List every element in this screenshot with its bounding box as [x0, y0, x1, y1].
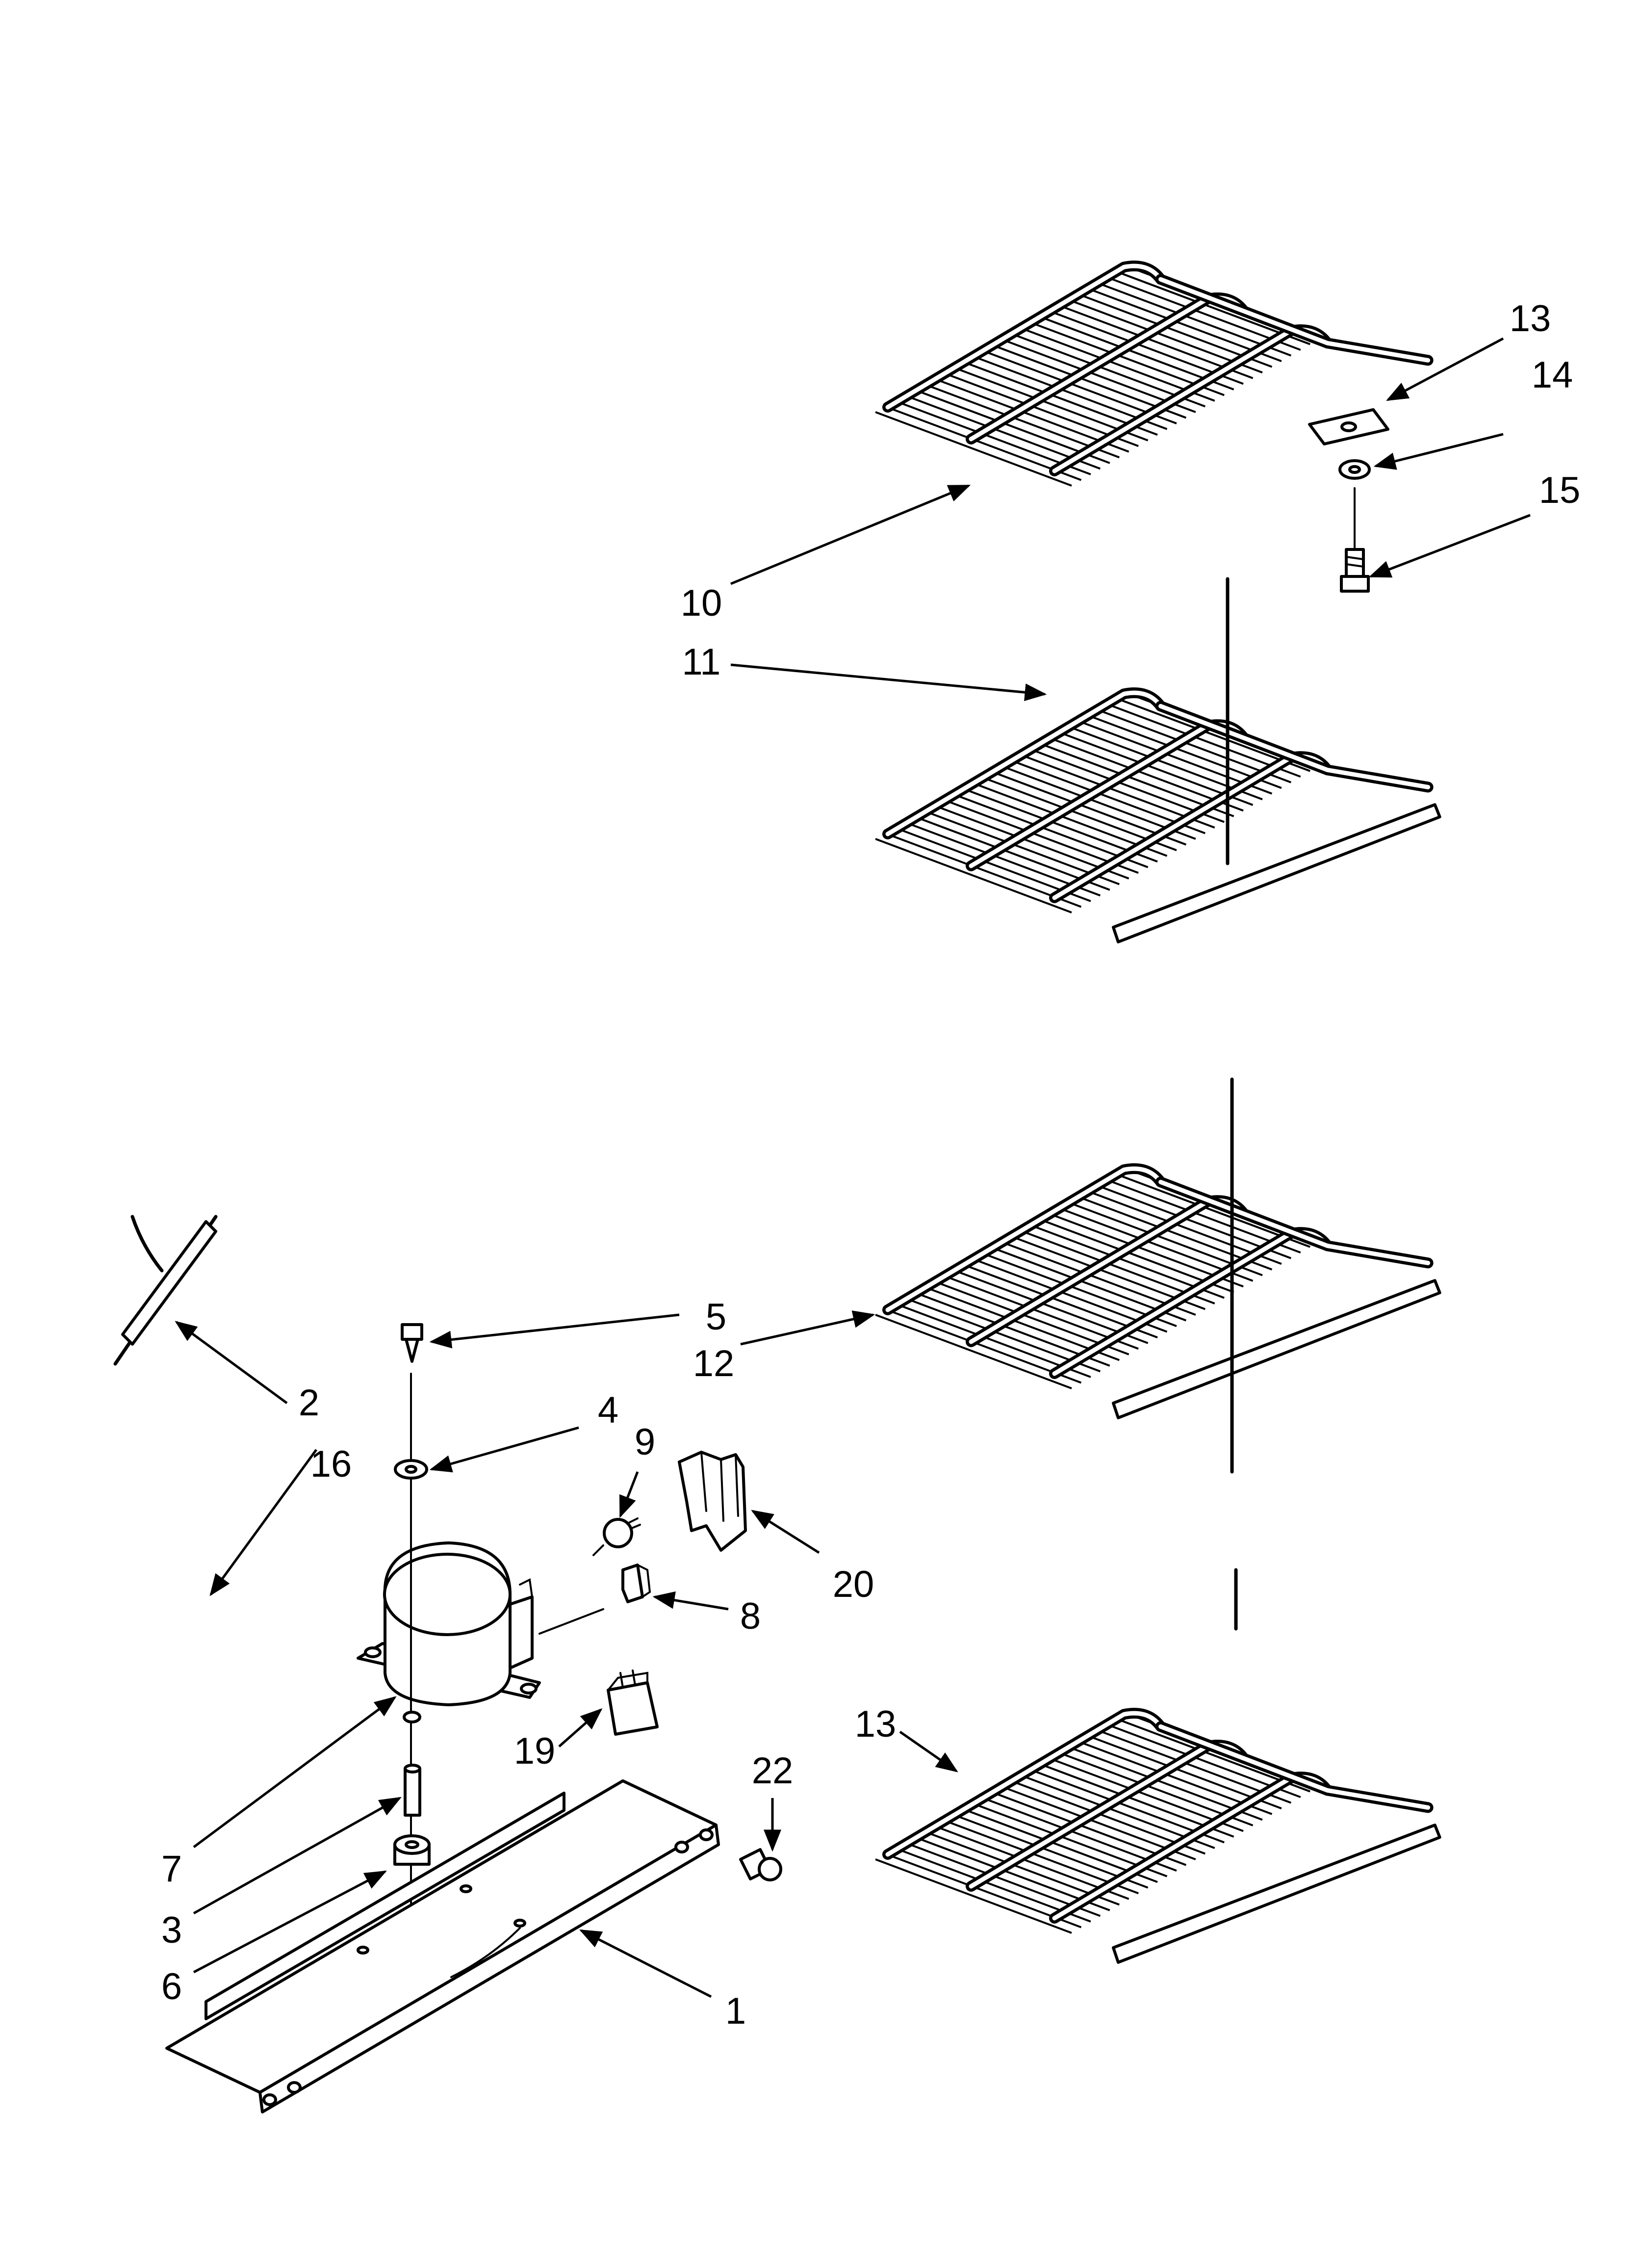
- condenser-coil-middle[interactable]: [875, 1163, 1441, 1419]
- bolt-part[interactable]: [1340, 548, 1370, 593]
- condenser-coil-upper[interactable]: [875, 687, 1441, 943]
- callout-3: 3: [161, 1909, 182, 1951]
- coil-fins: [875, 1167, 1320, 1389]
- callout-labels: 13 14 15 10 11 5 12 4 9 2 16 20 8 19 13 …: [161, 298, 1580, 2032]
- cover-part[interactable]: [678, 1451, 747, 1552]
- callout-13: 13: [855, 1703, 897, 1745]
- callout-22: 22: [752, 1750, 794, 1792]
- callout-2: 2: [299, 1382, 319, 1424]
- callout-19: 19: [514, 1730, 556, 1772]
- callout-7: 7: [161, 1848, 182, 1890]
- condenser-coil-lower[interactable]: [875, 1708, 1441, 1964]
- callout-11: 11: [682, 641, 721, 683]
- bracket-part[interactable]: [1308, 408, 1389, 445]
- compressor-part[interactable]: [357, 1541, 604, 1706]
- evaporator-coil-upper[interactable]: [875, 261, 1434, 487]
- tubing-part[interactable]: [52, 1442, 200, 1780]
- callout-16: 16: [310, 1443, 352, 1485]
- grommet-part[interactable]: [393, 1834, 431, 1866]
- coil-fins: [875, 691, 1320, 913]
- coil-fins: [875, 1711, 1320, 1934]
- filter-drier-part[interactable]: [113, 1215, 218, 1366]
- leader-lines: [175, 337, 1531, 1998]
- coil-fins: [875, 264, 1320, 487]
- screw-part[interactable]: [401, 1323, 423, 1363]
- callout-12: 12: [693, 1343, 735, 1384]
- callout-9: 9: [635, 1421, 655, 1463]
- overload-part[interactable]: [592, 1517, 641, 1556]
- sleeve-part[interactable]: [404, 1764, 421, 1817]
- callout-20: 20: [833, 1564, 874, 1605]
- callout-10: 10: [681, 582, 722, 624]
- callout-6: 6: [161, 1966, 182, 2007]
- screw-rail-part[interactable]: [739, 1848, 782, 1881]
- callout-4: 4: [598, 1389, 618, 1431]
- washer-part[interactable]: [394, 1459, 428, 1480]
- callout-5: 5: [706, 1296, 726, 1338]
- capacitor-part[interactable]: [607, 1669, 659, 1736]
- relay-part[interactable]: [621, 1564, 651, 1603]
- mount-foot-hole: [403, 1711, 421, 1723]
- callout-1: 1: [725, 1990, 746, 2032]
- riser-tubes: [1226, 577, 1238, 1631]
- mounting-rail-part[interactable]: [165, 1779, 720, 2113]
- callout-15: 15: [1539, 469, 1581, 511]
- callout-17: 13: [1510, 298, 1551, 339]
- callout-8: 8: [740, 1595, 761, 1637]
- callout-14: 14: [1532, 354, 1573, 396]
- washer-small-part[interactable]: [1338, 459, 1371, 480]
